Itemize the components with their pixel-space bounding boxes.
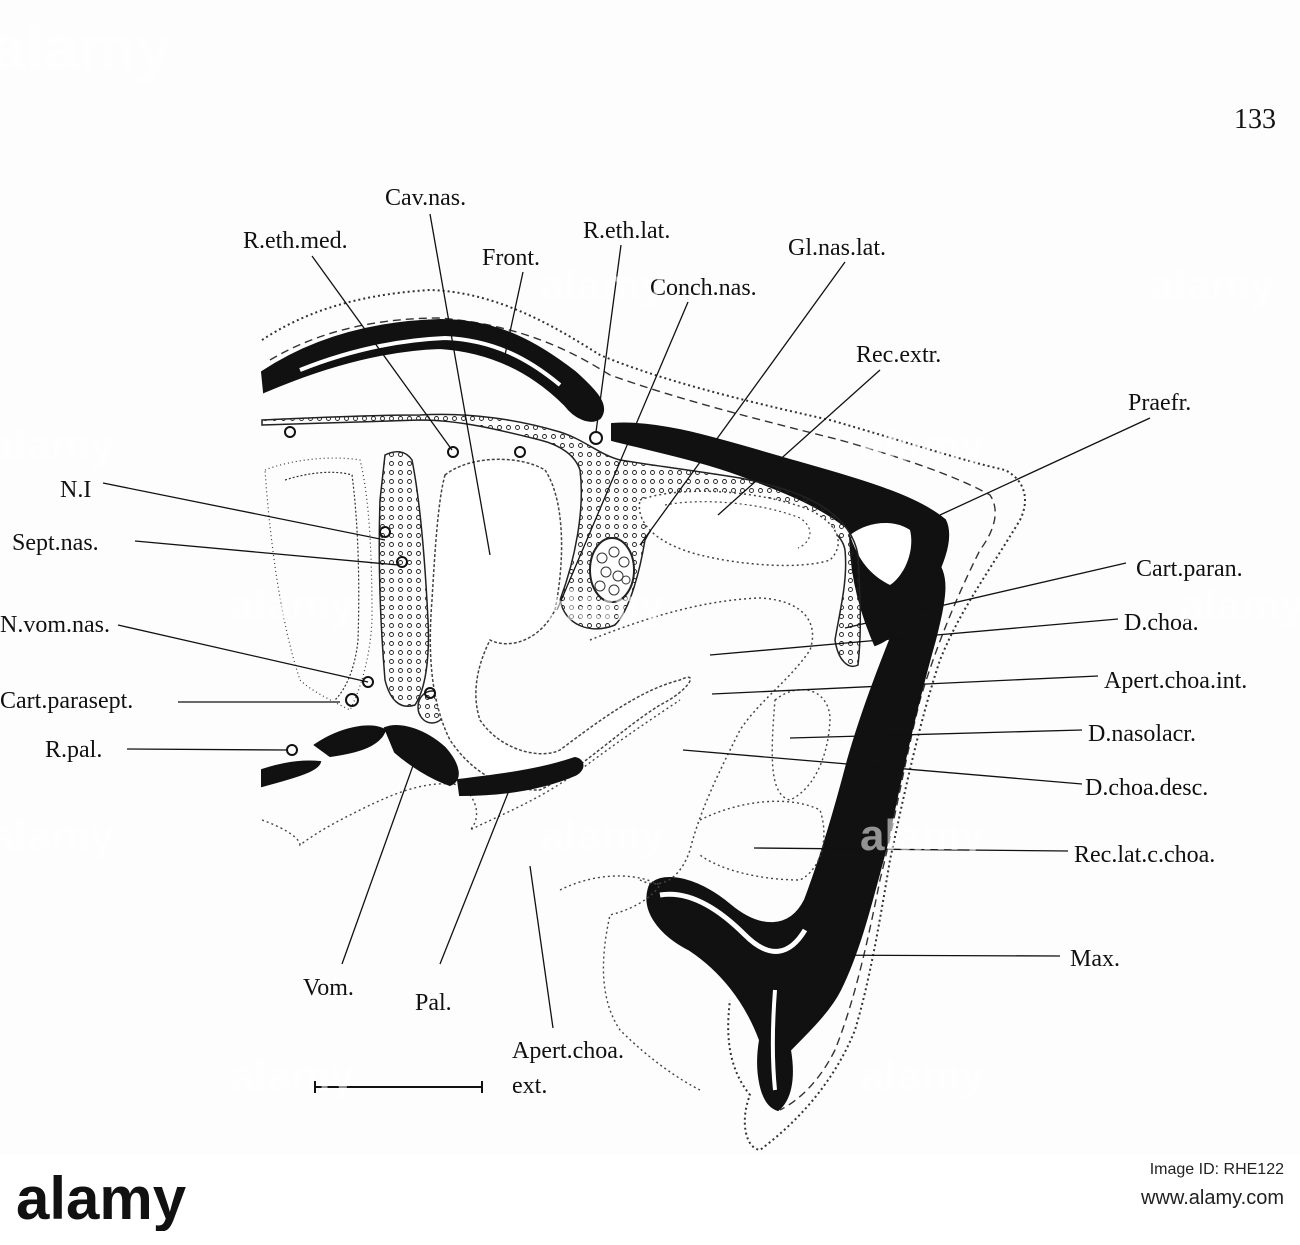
label-rec-lat-c-choa: Rec.lat.c.choa.: [1074, 842, 1215, 868]
label-praefr: Praefr.: [1128, 390, 1191, 416]
maxilla-lumen-2: [773, 990, 775, 1090]
label-apert-choa-int: Apert.choa.int.: [1104, 668, 1247, 694]
image-id-label: Image ID: RHE122: [1141, 1161, 1284, 1179]
svg-text:alamy: alamy: [860, 811, 985, 860]
svg-text:alamy: alamy: [0, 421, 115, 470]
site-url: www.alamy.com: [1141, 1187, 1284, 1210]
label-r-eth-med: R.eth.med.: [243, 228, 348, 254]
svg-text:alamy: alamy: [16, 1167, 187, 1231]
svg-text:alamy: alamy: [540, 811, 665, 860]
label-n-vom-nas: N.vom.nas.: [0, 612, 110, 638]
scanned-page: 133 Cav.nas. R.eth.med. Front. R.eth.lat…: [0, 0, 1300, 1155]
vomer-left: [315, 726, 385, 756]
label-n-i: N.I: [60, 477, 91, 503]
label-pal: Pal.: [415, 990, 452, 1016]
label-r-eth-lat: R.eth.lat.: [583, 218, 670, 244]
label-front: Front.: [482, 245, 540, 271]
svg-text:alamy: alamy: [230, 1051, 355, 1100]
label-max: Max.: [1070, 946, 1120, 972]
stock-logo: alamy: [16, 1167, 416, 1231]
label-sept-nas: Sept.nas.: [12, 530, 99, 556]
label-d-nasolacr: D.nasolacr.: [1088, 721, 1196, 747]
label-apert-choa: Apert.choa.: [512, 1038, 624, 1064]
palatal-ramus-bone: [262, 761, 320, 786]
svg-text:alamy: alamy: [0, 12, 172, 84]
label-apert-choa-ext: ext.: [512, 1073, 547, 1099]
svg-text:alamy: alamy: [540, 261, 665, 310]
svg-text:alamy: alamy: [860, 421, 985, 470]
image-id-block: Image ID: RHE122 www.alamy.com: [1141, 1161, 1284, 1210]
ductus-nasolacrimalis-outline: [772, 690, 830, 800]
svg-text:alamy: alamy: [1180, 581, 1300, 630]
svg-text:alamy: alamy: [0, 811, 115, 860]
label-d-choa-desc: D.choa.desc.: [1085, 775, 1208, 801]
page-number: 133: [1234, 104, 1276, 135]
label-gl-nas-lat: Gl.nas.lat.: [788, 235, 886, 261]
frontal-bone: [262, 320, 603, 421]
svg-text:alamy: alamy: [540, 581, 665, 630]
label-conch-nas: Conch.nas.: [650, 275, 757, 301]
label-vom: Vom.: [303, 975, 354, 1001]
stock-watermarks: alamy alamy alamy alamy alamy alamy alam…: [0, 12, 1300, 1100]
label-rec-extr: Rec.extr.: [856, 342, 941, 368]
nasal-septum: [379, 452, 428, 707]
ductus-choanalis-descendens-outline: [700, 801, 824, 880]
vomer-bone: [385, 726, 458, 785]
label-cav-nas: Cav.nas.: [385, 185, 466, 211]
label-cart-parasept: Cart.parasept.: [0, 688, 133, 714]
svg-text:alamy: alamy: [1150, 261, 1275, 310]
svg-text:alamy: alamy: [860, 1051, 985, 1100]
stock-footer: alamy Image ID: RHE122 www.alamy.com: [0, 1155, 1300, 1245]
anatomical-diagram: 133 Cav.nas. R.eth.med. Front. R.eth.lat…: [0, 0, 1300, 1155]
svg-text:alamy: alamy: [230, 581, 355, 630]
label-cart-paran: Cart.paran.: [1136, 556, 1243, 582]
label-r-pal: R.pal.: [45, 737, 102, 763]
